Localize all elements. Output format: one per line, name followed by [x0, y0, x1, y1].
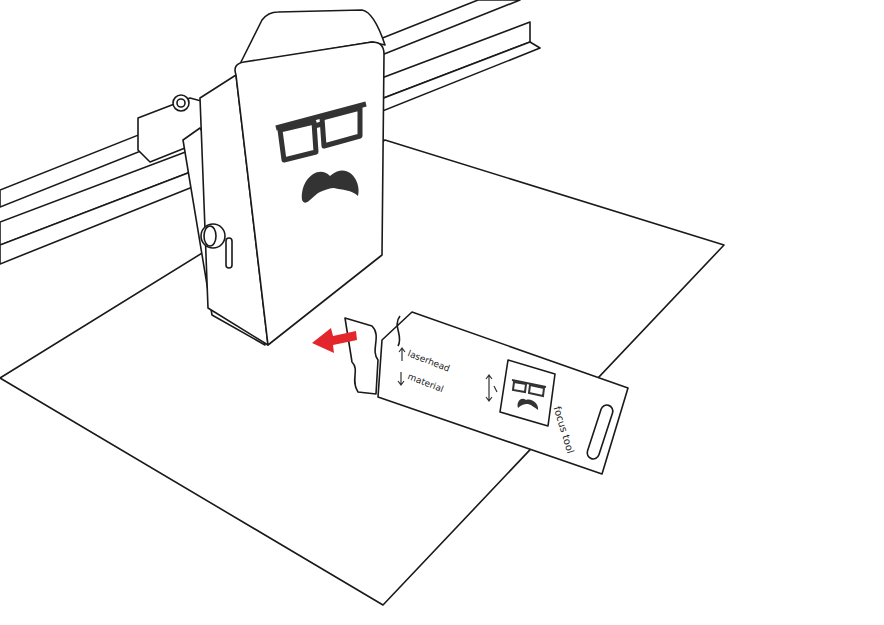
up-arrow: [399, 348, 405, 361]
glasses-bridge: [314, 124, 322, 126]
carriage-eye-hole: [177, 99, 185, 107]
focus-tool-slot: [586, 404, 615, 461]
knob-face: [204, 226, 216, 246]
head-mustache: [302, 170, 359, 202]
height-arrow: [486, 375, 497, 401]
focus-tool-notch: [397, 316, 400, 346]
focus-tool-icon: [500, 360, 555, 426]
down-arrow: [398, 372, 404, 385]
focus-tool-strip: [378, 312, 628, 474]
insert-arrow: [312, 328, 357, 353]
focus-tool-flap: [345, 318, 378, 394]
glasses-bar: [512, 380, 546, 387]
tool-arrows: [398, 348, 497, 401]
knob-slot: [226, 238, 232, 268]
carriage-eye: [173, 95, 189, 111]
glasses-bar: [276, 104, 366, 128]
tool-icon-mustache: [518, 399, 539, 410]
knob: [201, 224, 225, 248]
head-front: [235, 42, 384, 345]
tool-icon-logo: [512, 380, 546, 396]
head-logo: [276, 104, 366, 160]
